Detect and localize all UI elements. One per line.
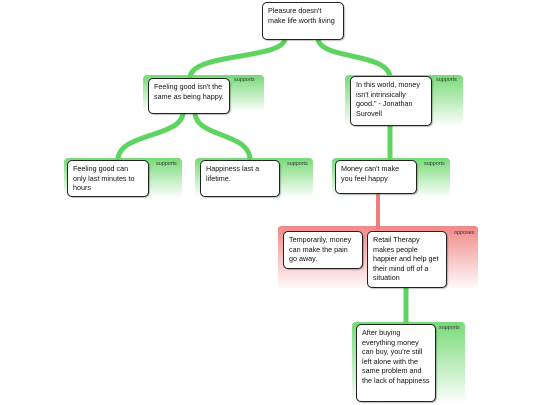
node-money-quote[interactable]: In this world, money isn't intrinsically… xyxy=(350,76,432,126)
opposes-label: opposes xyxy=(454,230,475,236)
node-root[interactable]: Pleasure doesn't make life worth living xyxy=(262,2,344,40)
node-lifetime[interactable]: Happiness last a lifetime. xyxy=(200,160,280,197)
node-minutes[interactable]: Feeling good can only last minutes to ho… xyxy=(67,160,149,197)
link-root-money-quote xyxy=(315,35,393,81)
node-after-buying[interactable]: After buying everything money can buy, y… xyxy=(356,324,436,402)
supports-label: supports xyxy=(287,161,308,167)
node-feeling-good[interactable]: Feeling good isn't the same as being hap… xyxy=(148,78,230,114)
node-money-happy[interactable]: Money can't make you feel happy xyxy=(335,160,417,194)
link-feeling-good-lifetime xyxy=(192,109,253,163)
supports-label: supports xyxy=(424,161,445,167)
node-retail[interactable]: Retail Therapy makes people happier and … xyxy=(367,231,447,288)
link-feeling-good-minutes xyxy=(115,109,186,163)
supports-label: supports xyxy=(156,161,177,167)
node-temporarily[interactable]: Temporarily, money can make the pain go … xyxy=(283,231,363,269)
link-root-feeling-good xyxy=(187,35,288,81)
supports-label: supports xyxy=(234,77,255,83)
supports-label: supports xyxy=(436,77,457,83)
supports-label: supports xyxy=(439,325,460,331)
